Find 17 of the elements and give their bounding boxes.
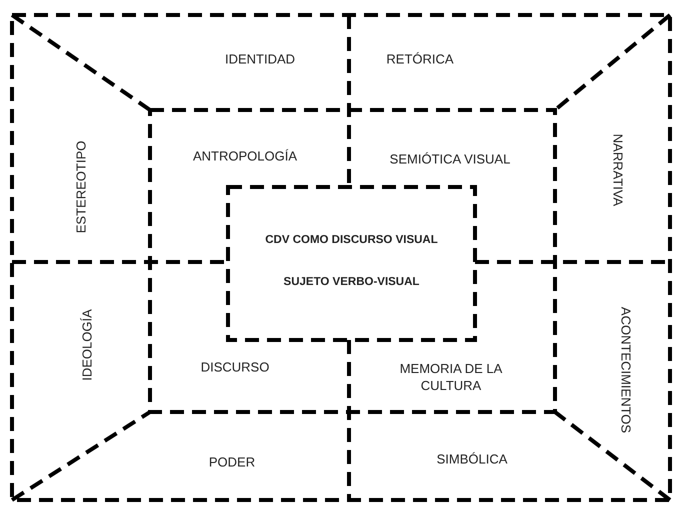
center-title: CDV COMO DISCURSO VISUAL [264,234,439,246]
region-label: DISCURSO [200,360,270,376]
region-label: ESTEREOTIPO [74,140,90,234]
region-label: MEMORIA DE LA CULTURA [398,361,504,395]
region-label: IDENTIDAD [224,52,296,68]
center-subtitle: SUJETO VERBO-VISUAL [282,276,420,288]
region-label: ANTROPOLOGÍA [192,148,298,166]
dashed-frame [12,15,670,500]
dashed-frame [150,110,555,412]
region-label: SIMBÓLICA [436,452,508,468]
center-box [228,187,475,340]
region-label: ACONTECIMIENTOS [617,306,634,434]
region-label: RETÓRICA [386,52,454,68]
region-label: PODER [208,454,256,472]
region-label: NARRATIVA [609,134,626,206]
region-label: SEMIÓTICA VISUAL [390,152,510,168]
region-label: IDEOLOGÍA [80,309,96,381]
